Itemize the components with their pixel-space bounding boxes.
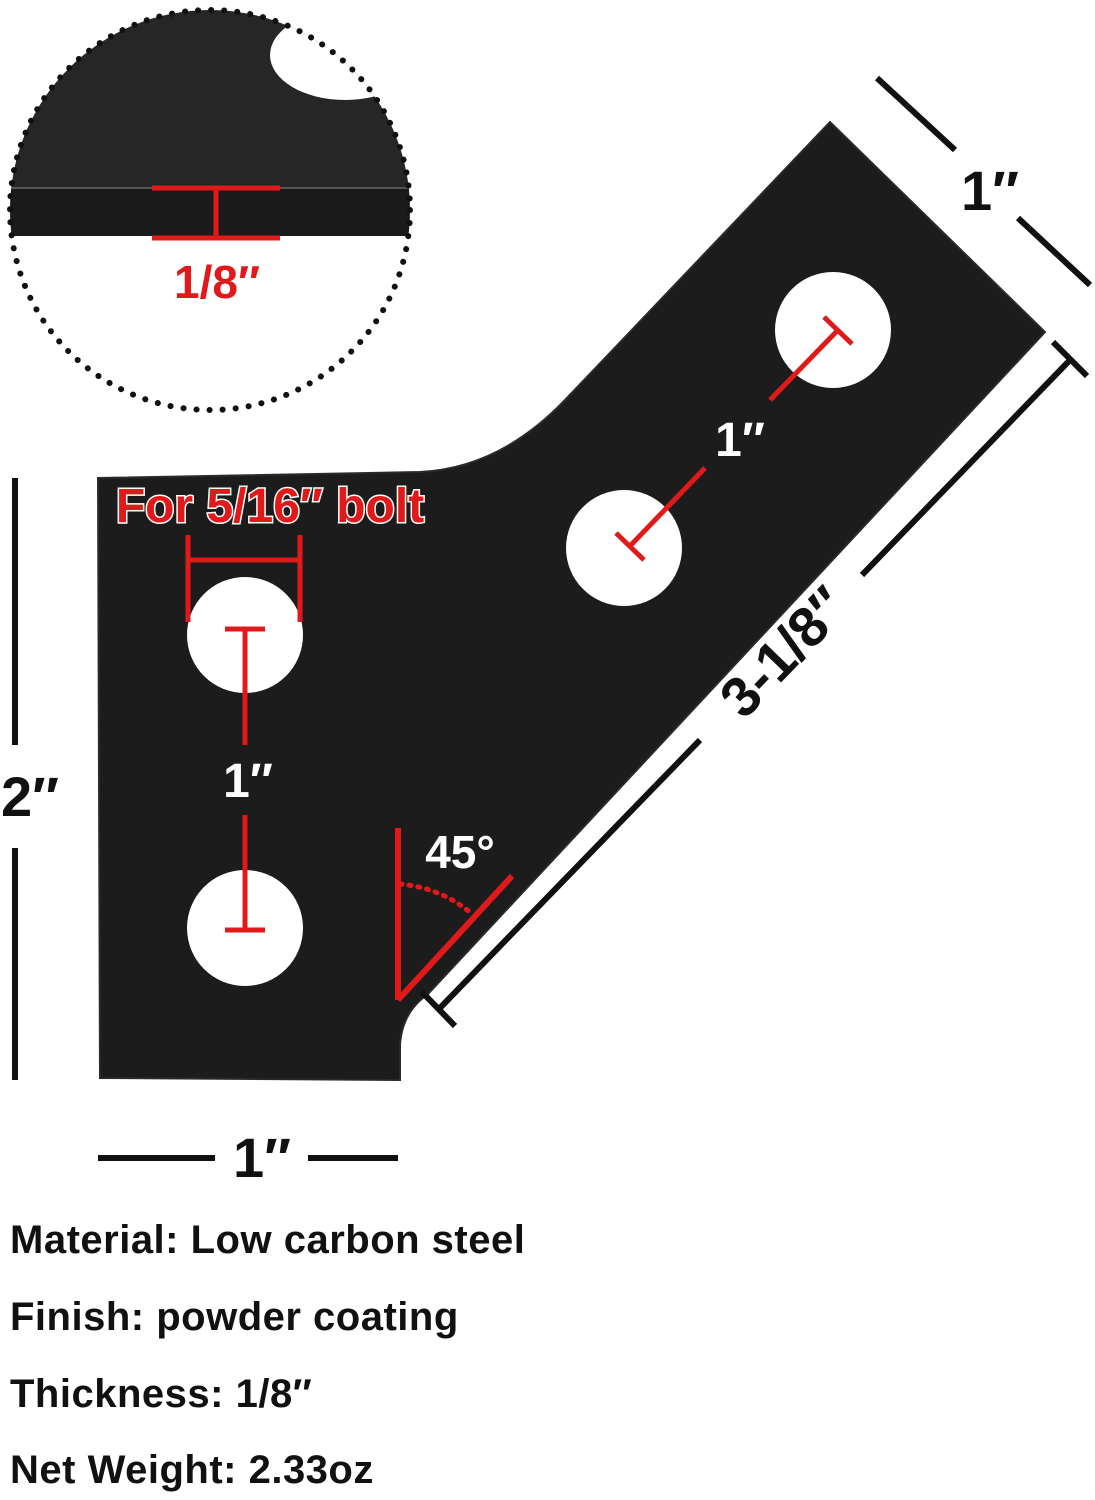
inset-dotted-border <box>7 7 413 413</box>
left-height-label: 2″ <box>1 765 59 828</box>
spec-material: Material: Low carbon steel <box>10 1218 526 1262</box>
spec-thickness: Thickness: 1/8″ <box>10 1372 313 1416</box>
bottom-width-label: 1″ <box>233 1126 291 1180</box>
thickness-inset: 1/8″ <box>7 7 413 413</box>
diagonal-spacing-label: 1″ <box>715 414 765 467</box>
top-width-label: 1″ <box>961 159 1019 222</box>
vertical-hole-spacing: 1″ <box>223 626 273 933</box>
angle-indicator: 45° <box>395 826 515 1003</box>
hole-top-diagonal <box>775 272 891 388</box>
bracket-diagram: 1/8″ 1″ 3-1/8″ 2″ 1″ For 5/16″ bolt <box>1 7 1093 1189</box>
spec-finish: Finish: powder coating <box>10 1295 459 1339</box>
left-height-dimension: 2″ <box>1 478 59 1080</box>
bolt-size-label: For 5/16″ bolt <box>116 480 424 533</box>
inset-thickness-label: 1/8″ <box>174 256 260 308</box>
diagonal-hole-spacing: 1″ <box>614 315 854 562</box>
bottom-width-dimension: 1″ <box>98 1126 398 1189</box>
vertical-spacing-label: 1″ <box>223 755 273 808</box>
spec-net-weight: Net Weight: 2.33oz <box>10 1448 374 1492</box>
bolt-size-callout: For 5/16″ bolt <box>114 479 426 622</box>
top-width-dimension: 1″ <box>874 75 1093 288</box>
angle-label: 45° <box>425 826 495 878</box>
